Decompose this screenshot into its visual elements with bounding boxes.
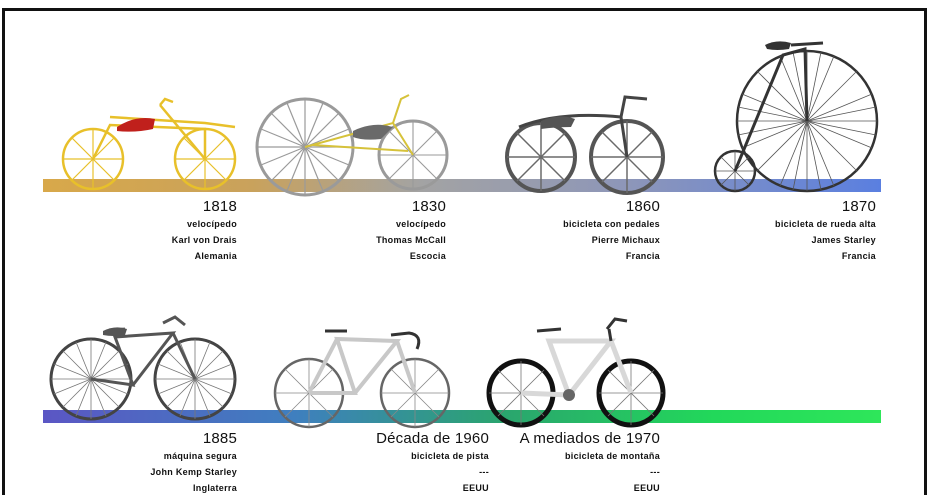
entry-year: 1818: [202, 198, 237, 215]
entry-place: EEUU: [633, 483, 660, 493]
entry-year: A mediados de 1970: [519, 430, 660, 447]
bike-1860-illustration: [505, 95, 665, 195]
entry-name: bicicleta de montaña: [564, 451, 660, 461]
entry-place: Francia: [625, 251, 660, 261]
entry-1860: 1860 bicicleta con pedales Pierre Michau…: [563, 199, 660, 261]
entry-person: John Kemp Starley: [150, 467, 237, 477]
entry-name: bicicleta de pista: [411, 451, 489, 461]
bike-1960-illustration: [273, 329, 451, 429]
entry-1830: 1830 velocípedo Thomas McCall Escocia: [376, 199, 446, 261]
entry-name: máquina segura: [163, 451, 237, 461]
bike-1970-illustration: [486, 317, 666, 428]
timeline-bar-top: [43, 179, 881, 192]
entry-place: Alemania: [194, 251, 237, 261]
entry-person: James Starley: [811, 235, 876, 245]
entry-place: Inglaterra: [192, 483, 237, 493]
bike-1870-illustration: [713, 41, 879, 193]
timeline-bar-bottom: [43, 410, 881, 423]
entry-person: ---: [650, 467, 660, 477]
entry-place: Escocia: [409, 251, 446, 261]
entry-name: bicicleta con pedales: [563, 219, 660, 229]
entry-name: velocípedo: [395, 219, 446, 229]
entry-year: 1830: [411, 198, 446, 215]
entry-1885: 1885 máquina segura John Kemp Starley In…: [150, 431, 237, 493]
entry-year: 1870: [841, 198, 876, 215]
entry-name: bicicleta de rueda alta: [775, 219, 876, 229]
entry-1960s: Década de 1960 bicicleta de pista --- EE…: [376, 431, 489, 493]
bike-1818-illustration: [61, 97, 237, 191]
entry-person: Pierre Michaux: [591, 235, 660, 245]
entry-person: Thomas McCall: [376, 235, 446, 245]
entry-name: velocípedo: [186, 219, 237, 229]
bike-1885-illustration: [49, 315, 237, 421]
entry-person: ---: [479, 467, 489, 477]
entry-place: EEUU: [462, 483, 489, 493]
entry-1818: 1818 velocípedo Karl von Drais Alemania: [172, 199, 237, 261]
entry-place: Francia: [841, 251, 876, 261]
entry-1970s: A mediados de 1970 bicicleta de montaña …: [520, 431, 660, 493]
entry-1870: 1870 bicicleta de rueda alta James Starl…: [775, 199, 876, 261]
bike-1830-illustration: [255, 94, 449, 197]
entry-year: Década de 1960: [376, 430, 489, 447]
entry-year: 1860: [625, 198, 660, 215]
timeline-frame: 1818 velocípedo Karl von Drais Alemania …: [2, 8, 927, 495]
entry-year: 1885: [202, 430, 237, 447]
entry-person: Karl von Drais: [171, 235, 237, 245]
